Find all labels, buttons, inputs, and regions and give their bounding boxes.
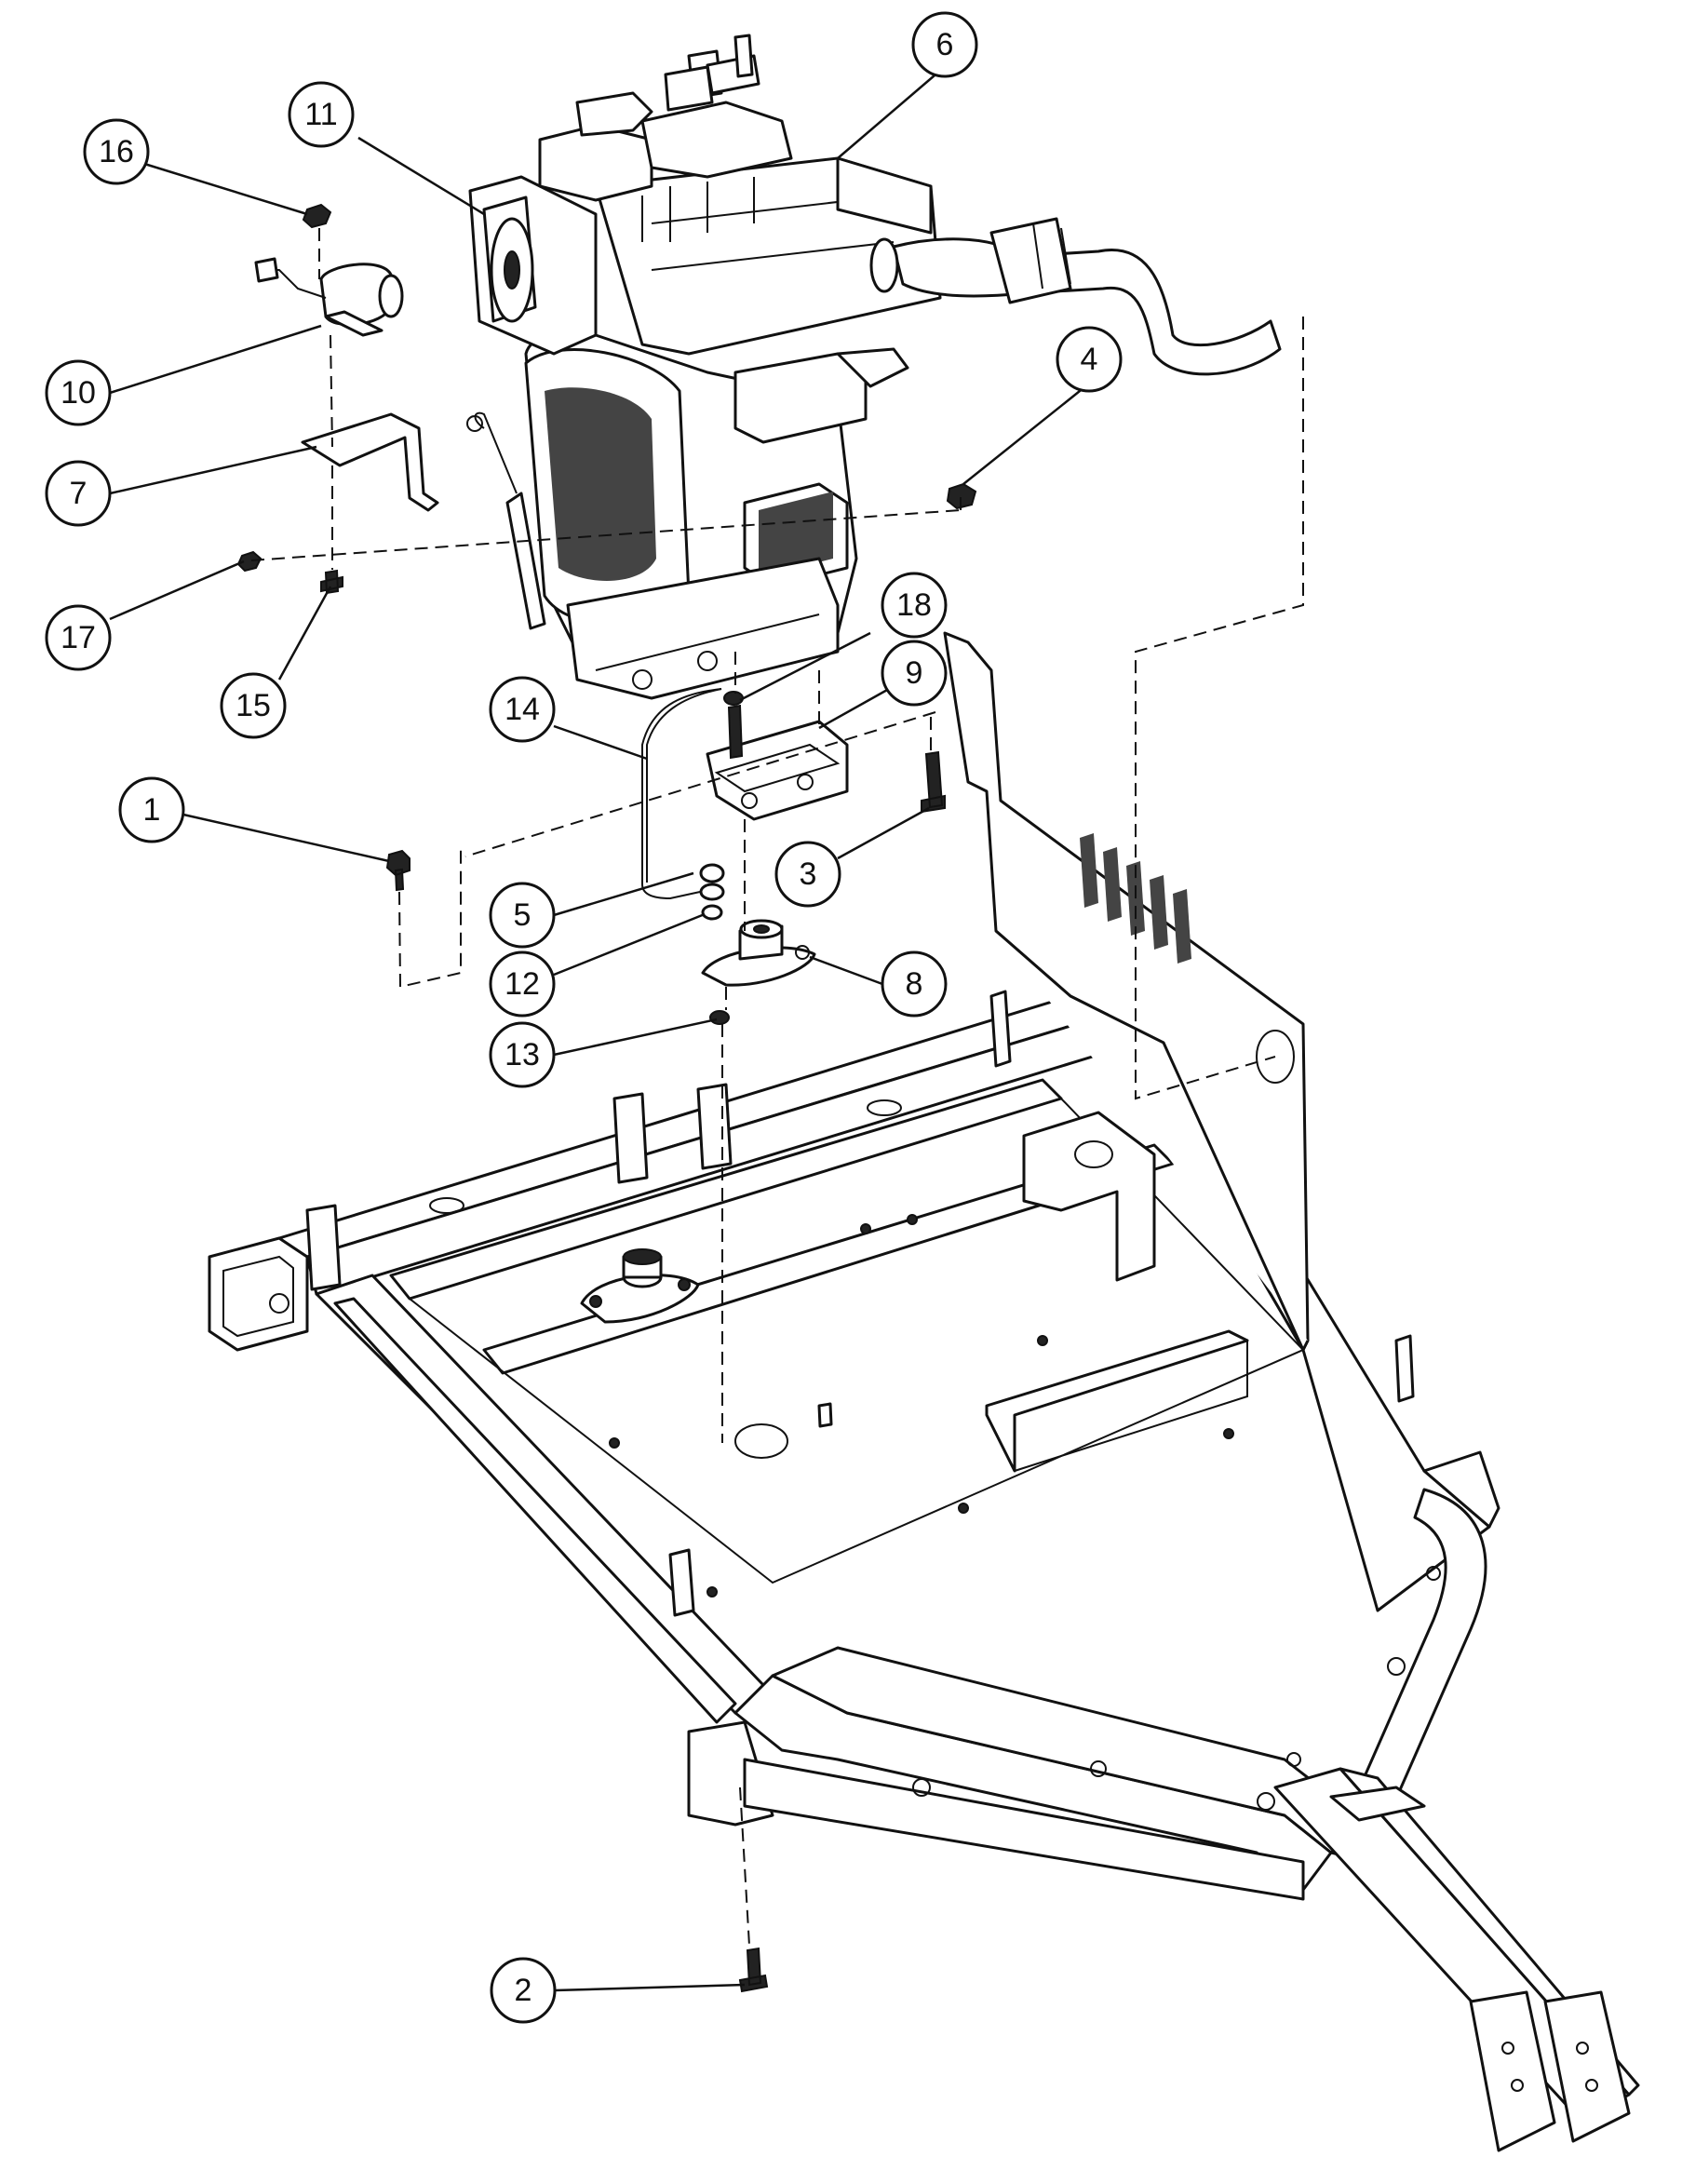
callout-17-label: 17 <box>61 620 96 655</box>
callout-10: 10 <box>45 359 112 426</box>
callout-4-label: 4 <box>1081 342 1098 377</box>
rubber-mount-8 <box>701 919 816 987</box>
bolt-3 <box>921 750 946 814</box>
callout-11-label: 11 <box>304 97 337 132</box>
callout-1-label: 1 <box>143 792 161 828</box>
callout-17: 17 <box>45 604 112 671</box>
sensor-10 <box>254 257 404 337</box>
small-parts <box>236 203 977 1993</box>
bracket-9 <box>706 704 849 821</box>
washer-12 <box>701 904 723 921</box>
callout-9-label: 9 <box>906 655 923 691</box>
nut-5 <box>699 863 725 883</box>
engine <box>466 34 1282 700</box>
callout-13: 13 <box>489 1021 556 1088</box>
callout-10-label: 10 <box>61 375 96 411</box>
callout-11: 11 <box>288 81 355 148</box>
side-panel <box>943 631 1310 1352</box>
louvres <box>1080 833 1191 964</box>
callout-15-label: 15 <box>235 688 271 723</box>
nut-16 <box>302 203 332 229</box>
callout-9: 9 <box>881 640 948 707</box>
callout-4: 4 <box>1056 326 1123 393</box>
callout-14: 14 <box>489 676 556 743</box>
callout-6: 6 <box>911 11 978 78</box>
callout-1: 1 <box>118 776 185 843</box>
callout-7: 7 <box>45 460 112 527</box>
callout-12: 12 <box>489 950 556 1018</box>
callouts: 1 2 3 4 5 6 7 8 9 10 11 12 13 14 15 16 1… <box>45 11 1123 2024</box>
bolt-1 <box>385 849 410 892</box>
ground-cable-14 <box>641 688 722 900</box>
callout-18: 18 <box>881 572 948 639</box>
callout-16: 16 <box>83 118 150 185</box>
fan-grille <box>545 387 656 581</box>
callout-14-label: 14 <box>505 692 540 727</box>
washer-13 <box>709 1010 730 1025</box>
trailer-frame <box>208 994 1640 2152</box>
callout-3-label: 3 <box>800 856 817 892</box>
callout-15: 15 <box>220 672 287 739</box>
assembly-lines <box>250 228 1304 1947</box>
callout-16-label: 16 <box>99 134 134 169</box>
callout-2: 2 <box>490 1957 557 2024</box>
callout-5-label: 5 <box>514 897 532 933</box>
callout-18-label: 18 <box>896 587 932 623</box>
callout-12-label: 12 <box>505 966 540 1002</box>
washer-18 <box>723 691 744 706</box>
callout-3: 3 <box>774 841 841 908</box>
callout-2-label: 2 <box>515 1973 532 2008</box>
callout-6-label: 6 <box>936 27 954 62</box>
callout-8: 8 <box>881 950 948 1018</box>
bracket-7 <box>301 412 439 512</box>
bolt-15 <box>320 569 343 595</box>
callout-5: 5 <box>489 882 556 949</box>
callout-13-label: 13 <box>505 1037 540 1072</box>
bolt-2 <box>738 1947 769 1993</box>
callout-8-label: 8 <box>906 966 923 1002</box>
callout-7-label: 7 <box>70 476 87 511</box>
